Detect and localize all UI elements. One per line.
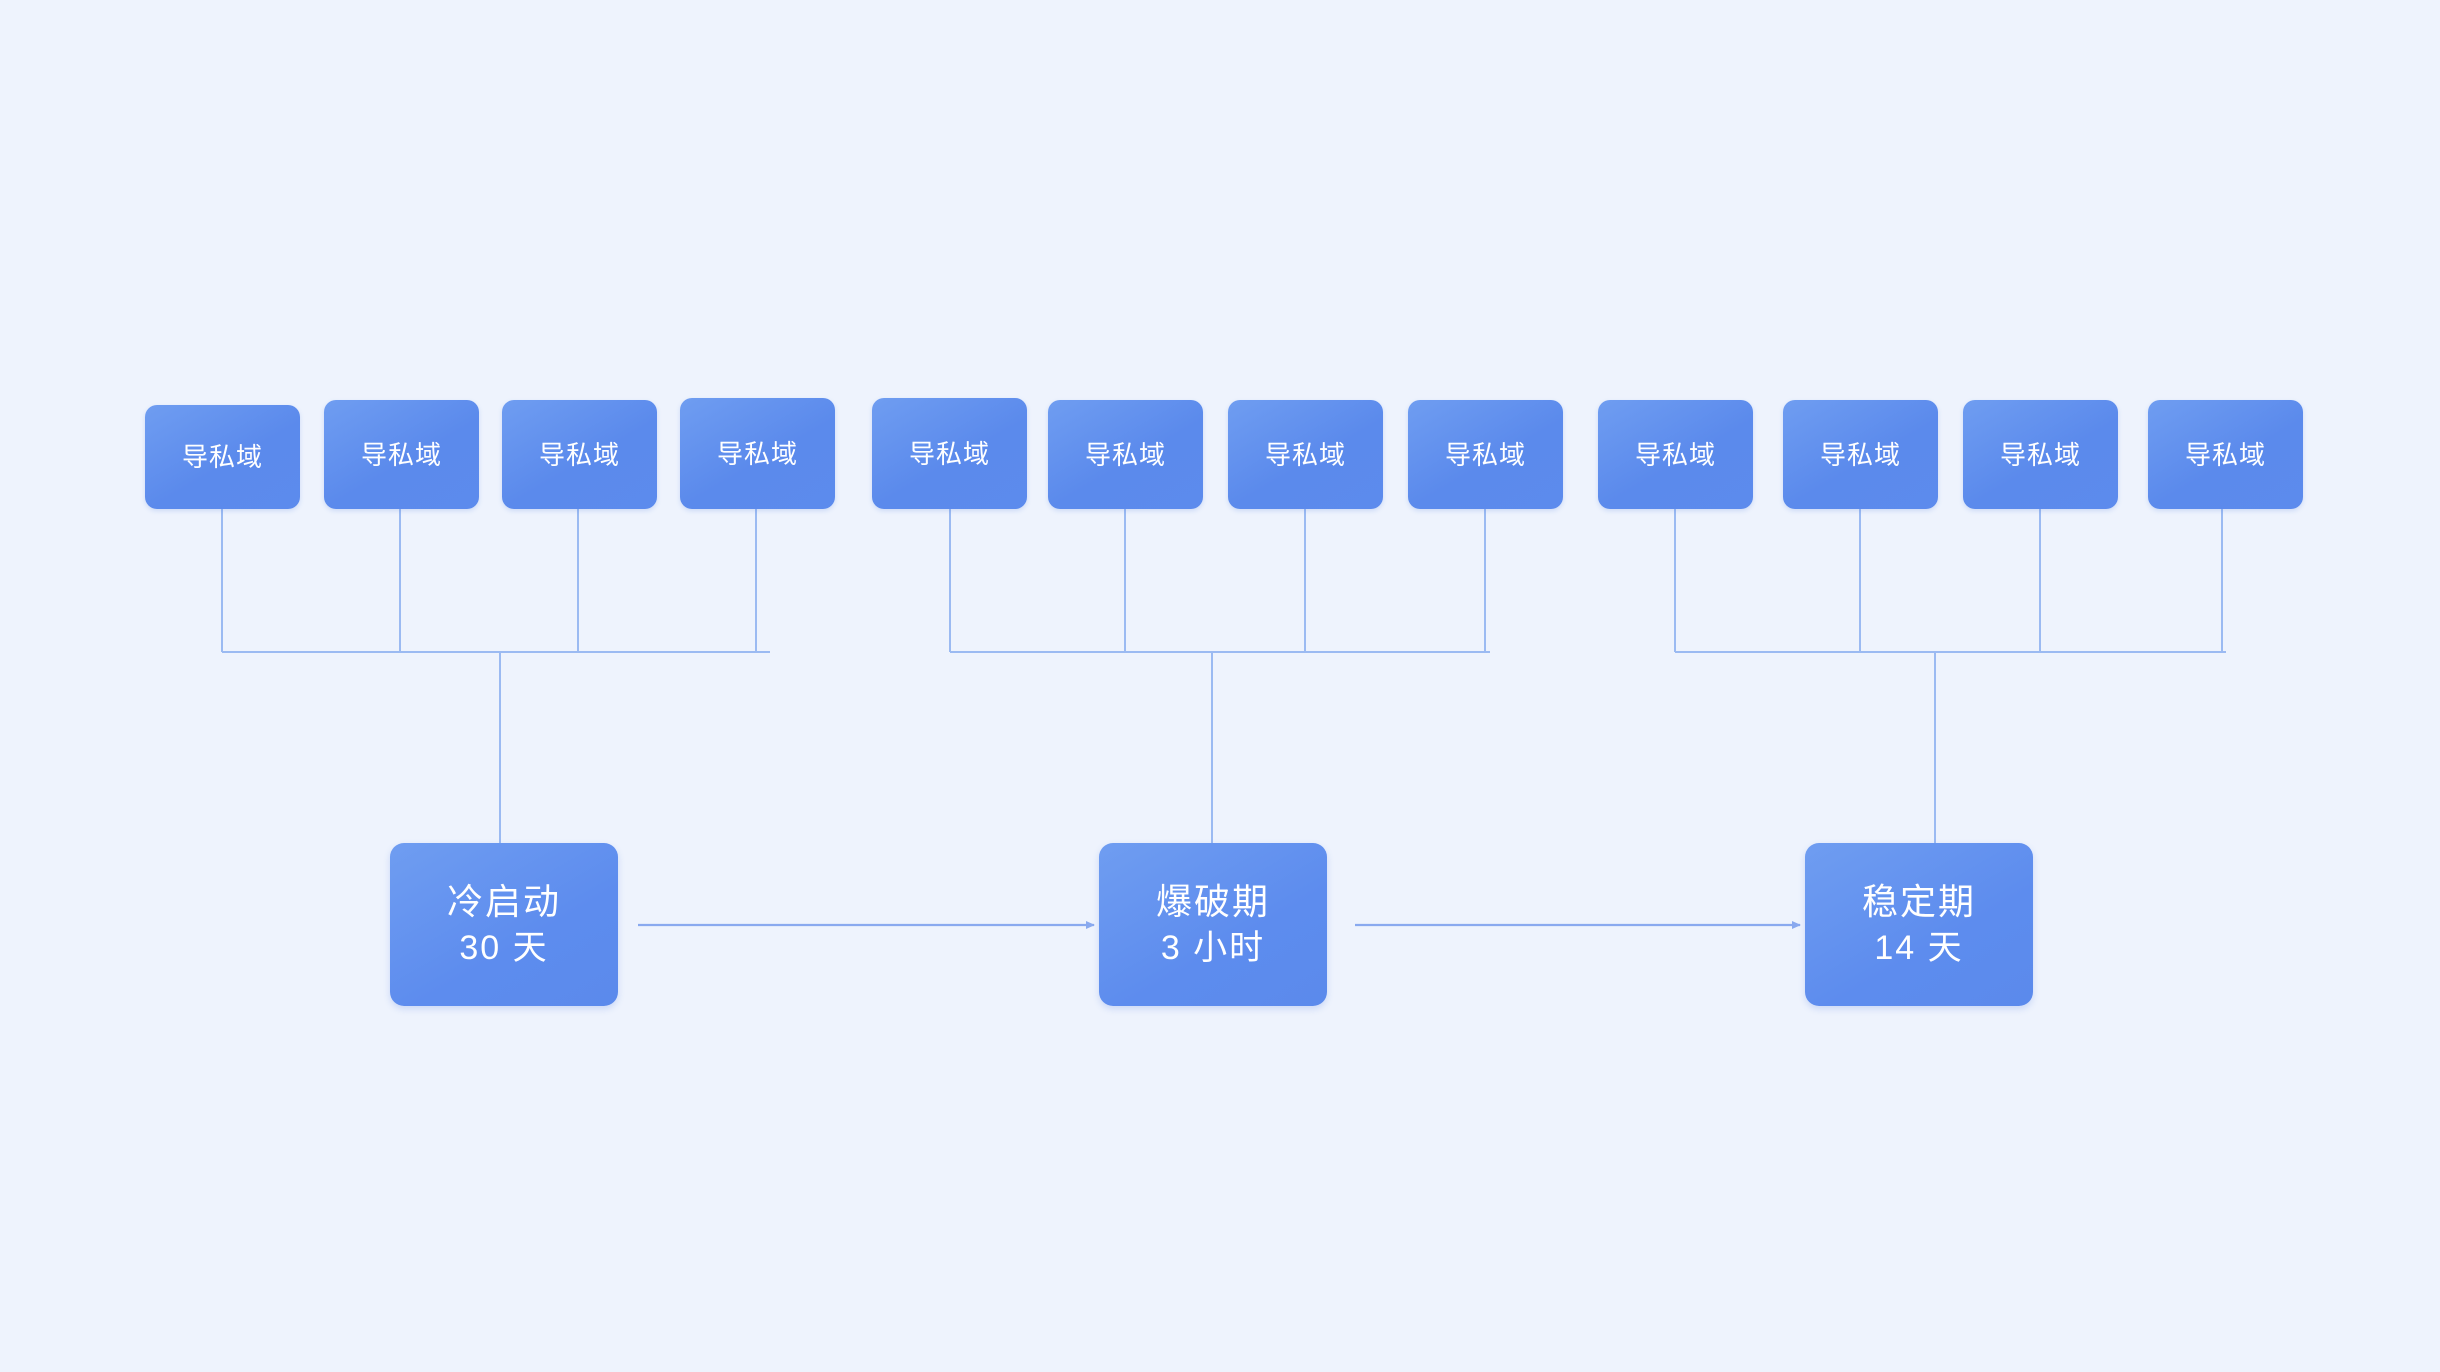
- phase-duration: 30 天: [459, 928, 549, 967]
- source-chip[interactable]: 导私域: [1783, 400, 1938, 509]
- source-chip-label: 导私域: [1999, 439, 2081, 470]
- source-chip-label: 导私域: [2184, 439, 2266, 470]
- phase-box-cold-start[interactable]: 冷启动 30 天: [390, 843, 618, 1006]
- group-2-drop-lines: [948, 509, 1487, 652]
- phase-title: 冷启动: [446, 881, 561, 923]
- phase-box-blast[interactable]: 爆破期 3 小时: [1099, 843, 1327, 1006]
- source-chip-label: 导私域: [181, 442, 263, 472]
- phase-box-stable[interactable]: 稳定期 14 天: [1805, 843, 2033, 1006]
- source-chip[interactable]: 导私域: [1598, 400, 1753, 509]
- source-chip[interactable]: 导私域: [1048, 400, 1203, 509]
- source-chip[interactable]: 导私域: [324, 400, 479, 509]
- source-chip[interactable]: 导私域: [1963, 400, 2118, 509]
- source-chip[interactable]: 导私域: [2148, 400, 2303, 509]
- source-chip-label: 导私域: [360, 439, 442, 470]
- source-chip-label: 导私域: [538, 439, 620, 470]
- phase-duration: 14 天: [1874, 928, 1964, 967]
- phase-duration: 3 小时: [1160, 928, 1266, 967]
- source-chip-label: 导私域: [1819, 439, 1901, 470]
- source-chip-label: 导私域: [716, 438, 798, 469]
- source-chip[interactable]: 导私域: [1408, 400, 1563, 509]
- source-chip-label: 导私域: [1084, 439, 1166, 470]
- phase-title: 爆破期: [1155, 881, 1270, 923]
- source-chip[interactable]: 导私域: [145, 405, 300, 509]
- phase-title: 稳定期: [1861, 881, 1976, 923]
- source-chip[interactable]: 导私域: [502, 400, 657, 509]
- source-chip-label: 导私域: [1634, 439, 1716, 470]
- source-chip-label: 导私域: [908, 438, 990, 469]
- group-3-drop-lines: [1673, 509, 2224, 652]
- group-1-drop-lines: [220, 509, 758, 652]
- source-chip-label: 导私域: [1264, 439, 1346, 470]
- source-chip[interactable]: 导私域: [872, 398, 1027, 509]
- source-chip[interactable]: 导私域: [680, 398, 835, 509]
- source-chip-label: 导私域: [1444, 439, 1526, 470]
- source-chip[interactable]: 导私域: [1228, 400, 1383, 509]
